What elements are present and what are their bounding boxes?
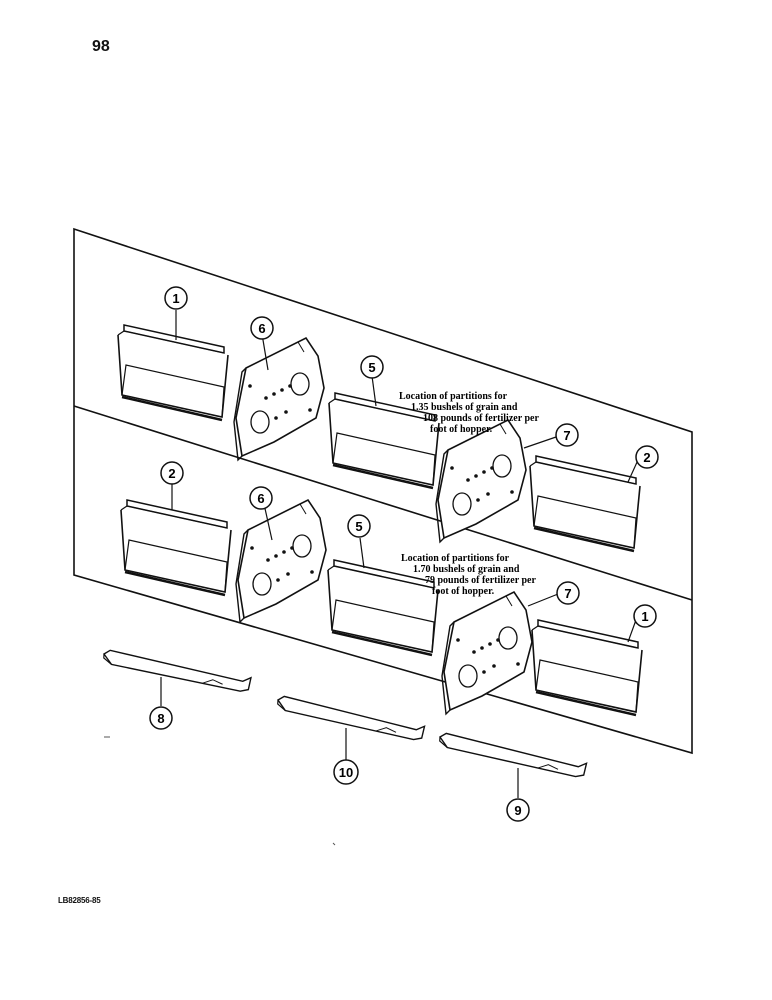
- callout-upper-1: 1: [164, 286, 188, 310]
- callout-lower-5: 5: [347, 514, 371, 538]
- strip-10: [275, 695, 427, 741]
- strip-8: [101, 649, 253, 693]
- svg-text:7: 7: [563, 428, 570, 443]
- lower-channel-2: [119, 498, 233, 597]
- svg-text:foot of hopper.: foot of hopper.: [432, 586, 495, 597]
- lower-plate-7: [441, 591, 533, 715]
- upper-channel-2: [528, 454, 642, 553]
- svg-text:Location of partitions for: Location of partitions for: [401, 553, 510, 564]
- svg-text:10: 10: [339, 765, 353, 780]
- panel-outline: [73, 227, 693, 755]
- svg-text:2: 2: [643, 450, 650, 465]
- svg-text:1: 1: [172, 291, 179, 306]
- callout-upper-7: 7: [555, 423, 579, 447]
- callout-part-10: 10: [333, 759, 359, 785]
- lower-partition-note: Location of partitions for 1.70 bushels …: [401, 553, 536, 597]
- upper-partition-note: Location of partitions for 1.35 bushels …: [399, 391, 539, 435]
- upper-channel-1: [116, 323, 230, 422]
- callout-lower-2: 2: [160, 461, 184, 485]
- svg-text:108 pounds of fertilizer per: 108 pounds of fertilizer per: [423, 413, 539, 424]
- svg-text:5: 5: [368, 360, 375, 375]
- svg-text:foot of hopper.: foot of hopper.: [430, 424, 493, 435]
- page-number: 98: [92, 38, 110, 55]
- upper-plate-7: [435, 419, 527, 543]
- svg-text:1.70 bushels of grain and: 1.70 bushels of grain and: [413, 564, 520, 575]
- callout-upper-5: 5: [360, 355, 384, 379]
- svg-text:1: 1: [641, 609, 648, 624]
- svg-text:6: 6: [258, 321, 265, 336]
- svg-text:8: 8: [157, 711, 164, 726]
- lower-channel-1: [530, 618, 644, 717]
- stray-marks: [104, 736, 336, 846]
- callout-lower-1: 1: [633, 604, 657, 628]
- svg-text:9: 9: [514, 803, 521, 818]
- callout-upper-2: 2: [635, 445, 659, 469]
- callout-lower-6: 6: [249, 486, 273, 510]
- callout-lower-7: 7: [556, 581, 580, 605]
- svg-text:2: 2: [168, 466, 175, 481]
- svg-text:Location of partitions for: Location of partitions for: [399, 391, 508, 402]
- svg-text:6: 6: [257, 491, 264, 506]
- upper-plate-6: [233, 337, 325, 461]
- svg-text:79 pounds of fertilizer per: 79 pounds of fertilizer per: [425, 575, 536, 586]
- callout-upper-6: 6: [250, 316, 274, 340]
- strip-9: [437, 732, 589, 778]
- svg-text:1.35 bushels of grain and: 1.35 bushels of grain and: [411, 402, 518, 413]
- figure-code: LB82856-85: [58, 896, 101, 905]
- leader-lines: [160, 310, 639, 798]
- callout-part-9: 9: [506, 798, 530, 822]
- svg-text:7: 7: [564, 586, 571, 601]
- lower-plate-6: [235, 499, 327, 623]
- svg-text:5: 5: [355, 519, 362, 534]
- callout-part-8: 8: [149, 706, 173, 730]
